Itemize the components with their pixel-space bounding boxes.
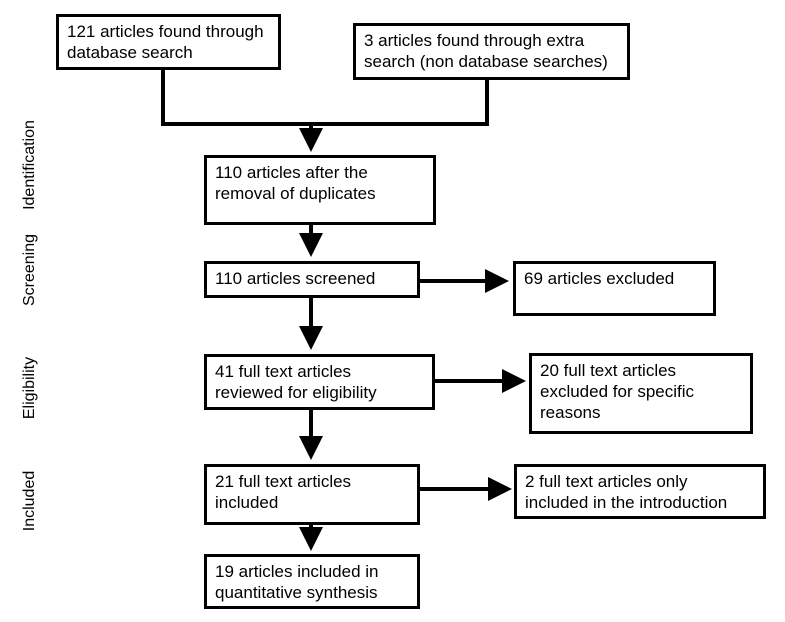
- box-full-text-reviewed: 41 full text articles reviewed for eligi…: [204, 354, 435, 410]
- box-full-text-included: 21 full text articles included: [204, 464, 420, 525]
- box-quantitative-synthesis: 19 articles included in quantitative syn…: [204, 554, 420, 609]
- box-screened: 110 articles screened: [204, 261, 420, 298]
- box-extra-search: 3 articles found through extra search (n…: [353, 23, 630, 80]
- box-intro-only: 2 full text articles only included in th…: [514, 464, 766, 519]
- box-after-duplicates: 110 articles after the removal of duplic…: [204, 155, 436, 225]
- box-excluded: 69 articles excluded: [513, 261, 716, 316]
- stage-label-included: Included: [21, 470, 38, 532]
- box-database-search: 121 articles found through database sear…: [56, 14, 281, 70]
- box-full-text-excluded: 20 full text articles excluded for speci…: [529, 353, 753, 434]
